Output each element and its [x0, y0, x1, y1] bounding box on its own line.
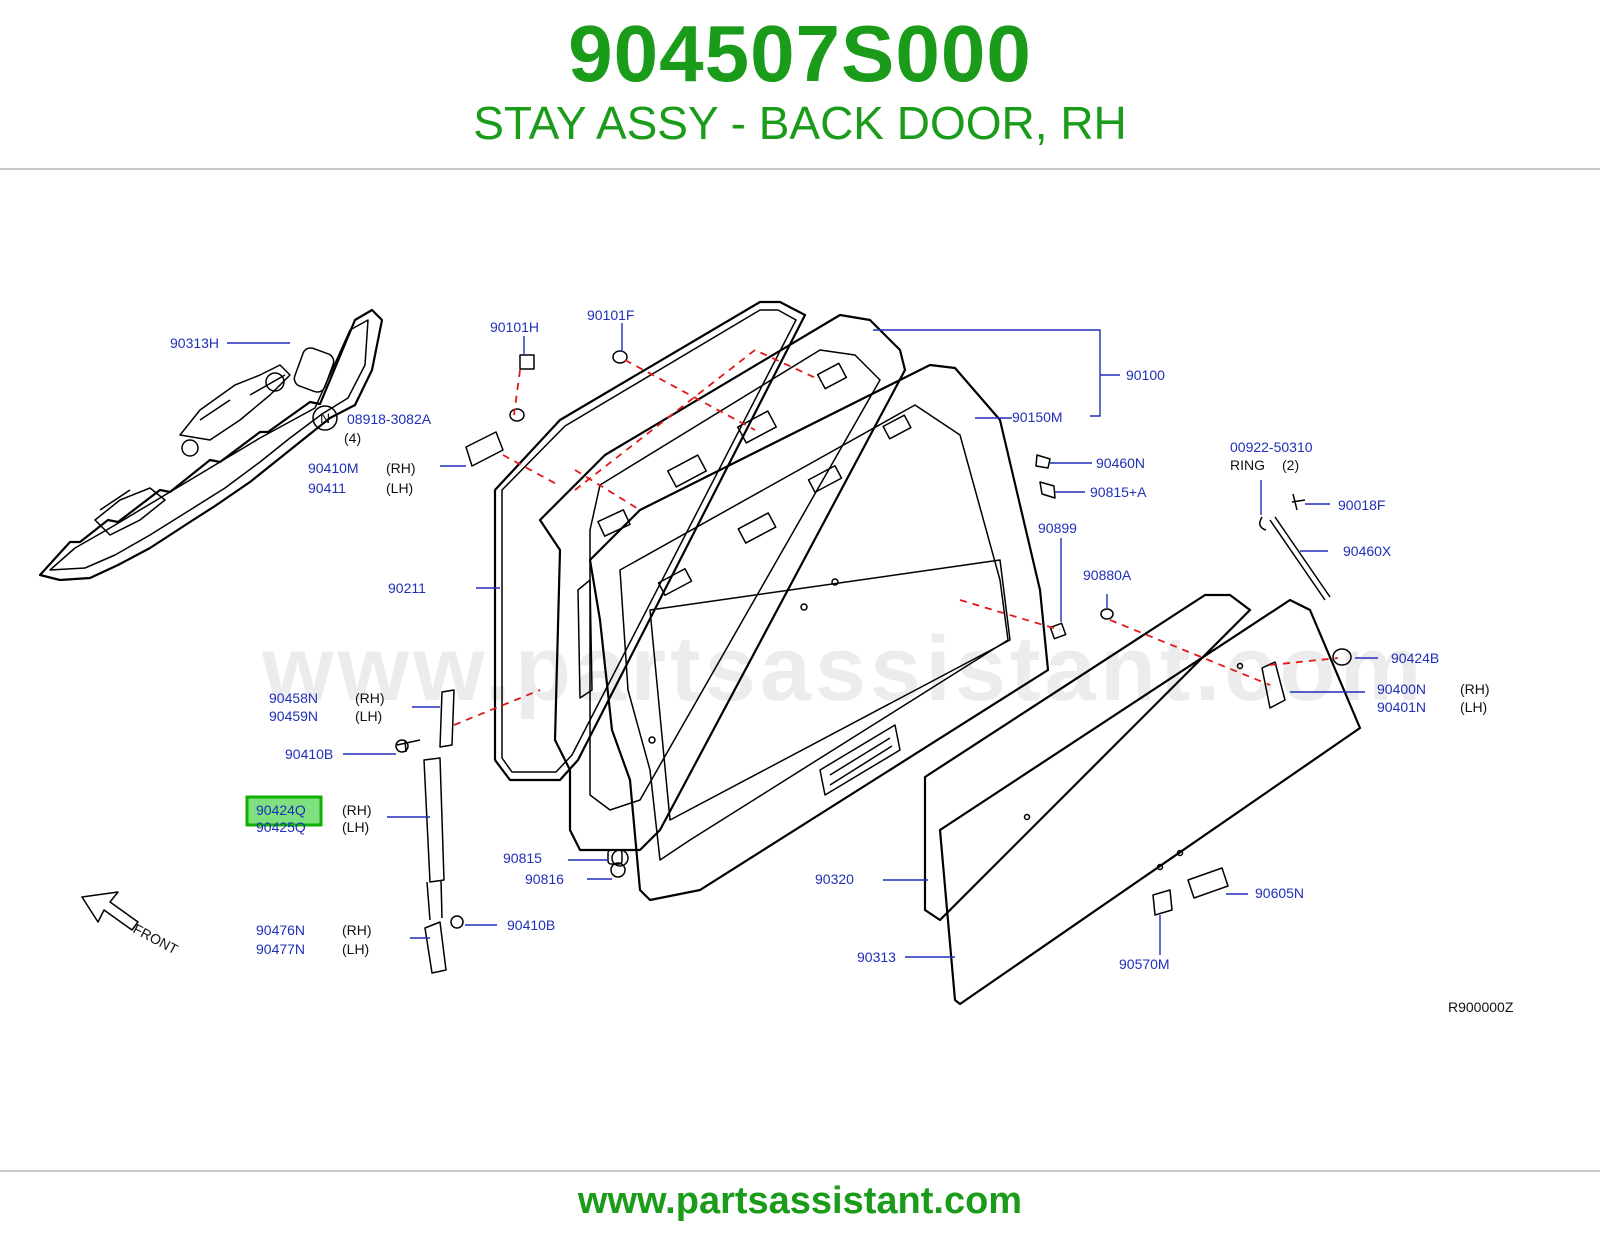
label-90459N[interactable]: 90459N: [269, 708, 318, 724]
label-90410M[interactable]: 90410M: [308, 460, 359, 476]
footer-url[interactable]: www.partsassistant.com: [577, 1180, 1023, 1222]
label-90211[interactable]: 90211: [388, 580, 426, 596]
parts-diagram: www.partsassistant.com: [38, 300, 1514, 1015]
label-90815A[interactable]: 90815+A: [1090, 484, 1147, 500]
label-90424Q[interactable]: 90424Q: [256, 802, 306, 818]
label-90410M-side: (RH): [386, 460, 416, 476]
label-90459N-side: (LH): [355, 708, 382, 724]
label-90458N-side: (RH): [355, 690, 385, 706]
label-90425Q[interactable]: 90425Q: [256, 819, 306, 835]
label-90460N[interactable]: 90460N: [1096, 455, 1145, 471]
label-90477N[interactable]: 90477N: [256, 941, 305, 957]
label-90401N[interactable]: 90401N: [1377, 699, 1426, 715]
label-90400N-side: (RH): [1460, 681, 1490, 697]
highlighted-part-marker: [245, 795, 323, 827]
label-90424B[interactable]: 90424B: [1391, 650, 1439, 666]
label-90899[interactable]: 90899: [1038, 520, 1077, 536]
back-door-weatherstrip: [493, 300, 807, 782]
label-90815[interactable]: 90815: [503, 850, 542, 866]
label-90570M[interactable]: 90570M: [1119, 956, 1170, 972]
label-90101H[interactable]: 90101H: [490, 319, 539, 335]
part-description: STAY ASSY - BACK DOOR, RH: [473, 97, 1127, 149]
back-door-panel: [538, 313, 907, 852]
label-90411-side: (LH): [386, 480, 413, 496]
label-90424Q-side: (RH): [342, 802, 372, 818]
label-90401N-side: (LH): [1460, 699, 1487, 715]
label-90476N-side: (RH): [342, 922, 372, 938]
label-90458N[interactable]: 90458N: [269, 690, 318, 706]
small-hardware: [395, 350, 1352, 974]
n-marker-circle: [312, 405, 338, 431]
front-direction-arrow: FRONT: [81, 891, 181, 958]
label-90101F[interactable]: 90101F: [587, 307, 634, 323]
footer-divider: [0, 1170, 1600, 1172]
label-90313[interactable]: 90313: [857, 949, 896, 965]
label-90460X[interactable]: 90460X: [1343, 543, 1392, 559]
label-08918-3082A[interactable]: 08918-3082A: [347, 411, 432, 427]
label-00922-50310[interactable]: 00922-50310: [1230, 439, 1313, 455]
label-90400N[interactable]: 90400N: [1377, 681, 1426, 697]
diagram-code: R900000Z: [1448, 999, 1514, 1015]
label-90313H[interactable]: 90313H: [170, 335, 219, 351]
front-label: FRONT: [131, 921, 181, 958]
label-90425Q-side: (LH): [342, 819, 369, 835]
part-labels: 90313H 90101H 90101F 08918-3082A (4) 901…: [170, 307, 1514, 1015]
label-90605N[interactable]: 90605N: [1255, 885, 1304, 901]
label-90410B-lower[interactable]: 90410B: [507, 917, 555, 933]
inner-trim-panel: [38, 308, 384, 582]
label-90477N-side: (LH): [342, 941, 369, 957]
label-ring-qty: (2): [1282, 457, 1299, 473]
label-90476N[interactable]: 90476N: [256, 922, 305, 938]
header-divider: [0, 168, 1600, 170]
leader-lines: [227, 323, 1378, 958]
part-number-title: 904507S000: [568, 9, 1032, 98]
label-90018F[interactable]: 90018F: [1338, 497, 1385, 513]
label-08918-qty: (4): [344, 430, 361, 446]
label-90410B-upper[interactable]: 90410B: [285, 746, 333, 762]
label-90411[interactable]: 90411: [308, 480, 346, 496]
page-header: 904507S000 STAY ASSY - BACK DOOR, RH: [0, 0, 1600, 170]
label-90150M[interactable]: 90150M: [1012, 409, 1063, 425]
back-door-glass: [923, 593, 1362, 1006]
watermark-text: www.partsassistant.com: [261, 618, 1425, 720]
label-90100[interactable]: 90100: [1126, 367, 1165, 383]
label-90320[interactable]: 90320: [815, 871, 854, 887]
n-marker-label: N: [320, 410, 330, 426]
label-ring: RING: [1230, 457, 1265, 473]
assembly-dashed-lines: [453, 348, 1339, 726]
label-90816[interactable]: 90816: [525, 871, 564, 887]
label-90880A[interactable]: 90880A: [1083, 567, 1132, 583]
